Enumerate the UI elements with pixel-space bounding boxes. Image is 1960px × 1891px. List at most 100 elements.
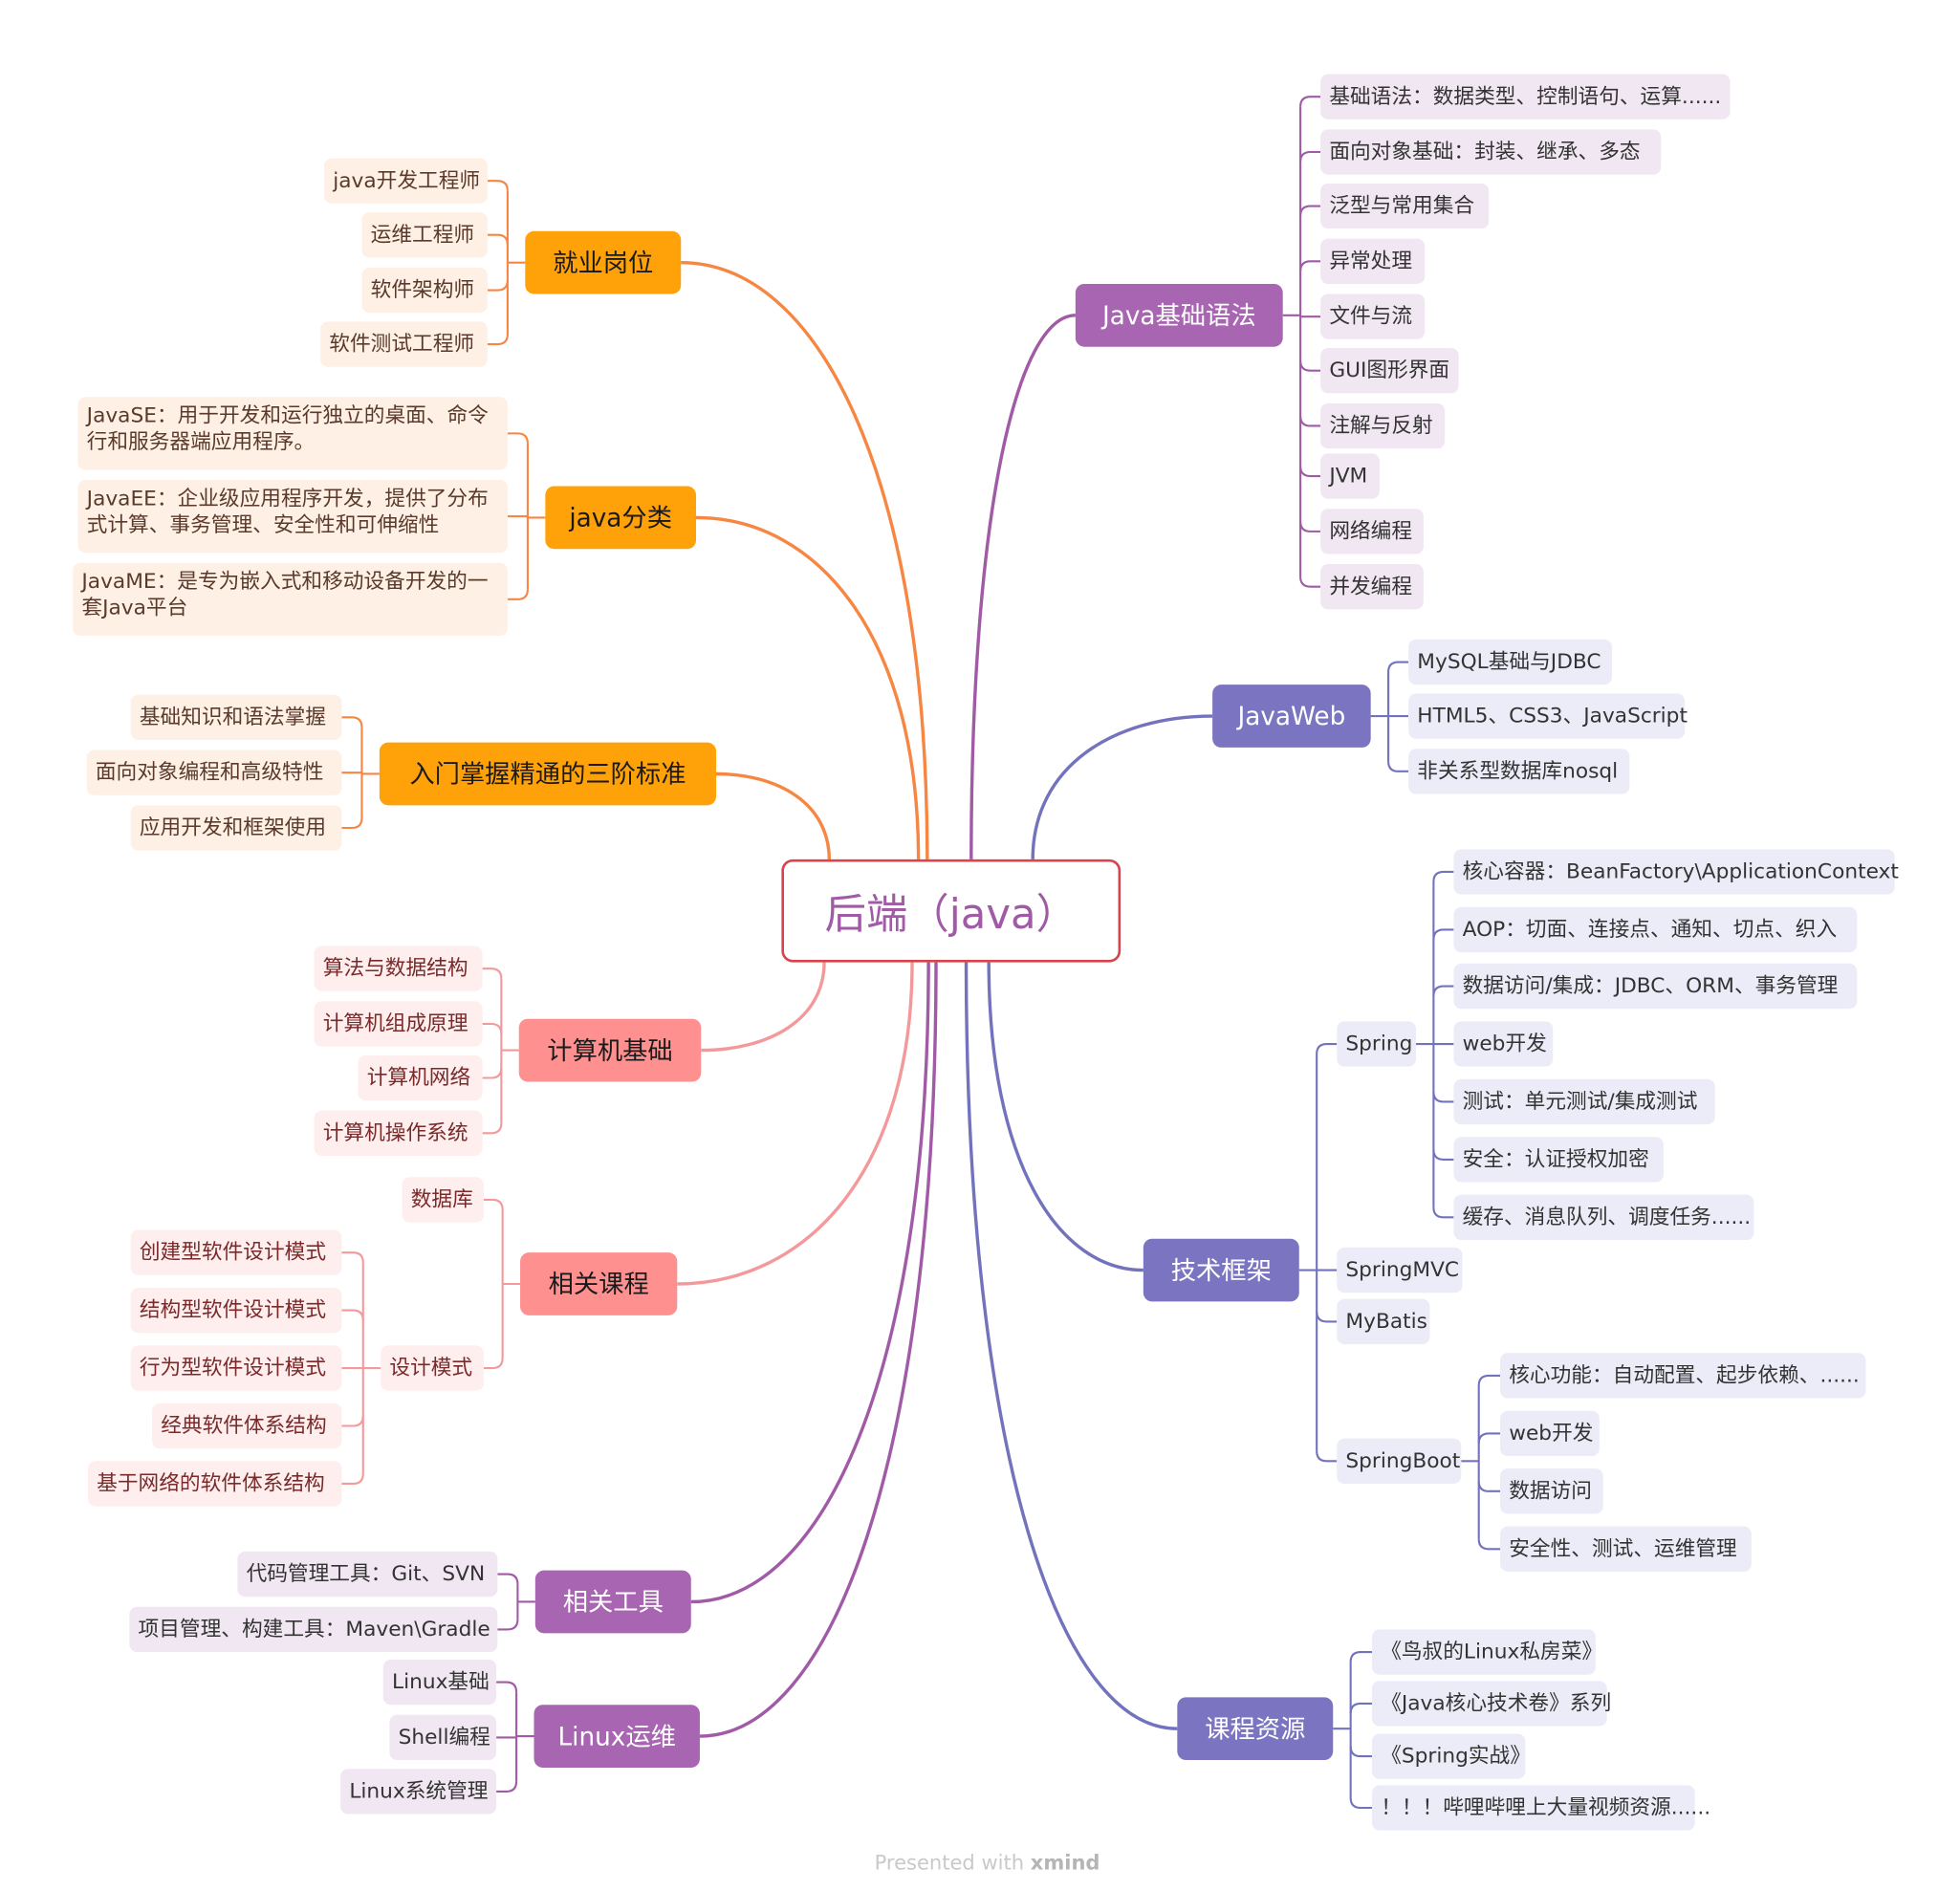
subtopic[interactable]: 计算机组成原理 (314, 1001, 483, 1047)
subtopic-detail[interactable]: 缓存、消息队列、调度任务...... (1453, 1194, 1754, 1241)
subtopic[interactable]: 《鸟叔的Linux私房菜》 (1371, 1629, 1602, 1675)
branch-courses-label: 相关课程 (548, 1268, 649, 1299)
branch-javaweb[interactable]: JavaWeb (1212, 685, 1371, 748)
connector (482, 967, 503, 979)
subtopic[interactable]: JVM (1320, 453, 1380, 499)
subtopic[interactable]: 非关系型数据库nosql (1408, 749, 1630, 794)
root-topic[interactable]: 后端（java） (781, 859, 1122, 963)
branch-courses[interactable]: 相关课程 (520, 1252, 678, 1315)
subtopic[interactable]: 软件架构师 (361, 267, 488, 314)
subtopic-detail[interactable]: 结构型软件设计模式 (130, 1287, 342, 1334)
subtopic-detail-label: 行为型软件设计模式 (139, 1355, 327, 1380)
connector (1349, 1702, 1372, 1714)
subtopic[interactable]: Linux基础 (382, 1659, 497, 1706)
subtopic-detail[interactable]: 核心容器：BeanFactory\ApplicationContext (1453, 849, 1899, 895)
subtopic[interactable]: 基础知识和语法掌握 (130, 694, 342, 741)
subtopic-detail[interactable]: 数据访问/集成：JDBC、ORM、事务管理 (1453, 963, 1858, 1010)
subtopic-detail-label: 安全性、测试、运维管理 (1509, 1535, 1737, 1560)
subtopic[interactable]: 软件测试工程师 (320, 321, 488, 367)
subtopic[interactable]: 计算机操作系统 (314, 1110, 483, 1156)
subtopic[interactable]: ！！！哔哩哔哩上大量视频资源...... (1371, 1785, 1710, 1831)
subtopic-detail[interactable]: 行为型软件设计模式 (130, 1345, 342, 1391)
subtopic-detail[interactable]: web开发 (1453, 1021, 1554, 1067)
subtopic[interactable]: JavaEE：企业级应用程序开发，提供了分布式计算、事务管理、安全性和可伸缩性 (77, 479, 508, 554)
connector (1477, 1538, 1501, 1551)
subtopic[interactable]: 异常处理 (1320, 238, 1426, 284)
subtopic[interactable]: 代码管理工具：Git、SVN (237, 1551, 498, 1598)
subtopic[interactable]: 运维工程师 (361, 212, 488, 258)
branch-frameworks[interactable]: 技术框架 (1143, 1238, 1299, 1302)
subtopic-detail[interactable]: 基于网络的软件体系结构 (87, 1461, 342, 1507)
subtopic[interactable]: 网络编程 (1320, 509, 1424, 554)
connector (1477, 1374, 1501, 1386)
connector (1299, 205, 1321, 217)
subtopic[interactable]: 《Spring实战》 (1371, 1733, 1531, 1779)
subtopic[interactable]: 文件与流 (1320, 293, 1426, 339)
subtopic[interactable]: 基础语法：数据类型、控制语句、运算...... (1320, 74, 1731, 120)
subtopic[interactable]: 泛型与常用集合 (1320, 183, 1490, 229)
subtopic-label: 软件架构师 (370, 277, 475, 301)
subtopic[interactable]: GUI图形界面 (1320, 348, 1459, 394)
subtopic[interactable]: 应用开发和框架使用 (130, 805, 342, 851)
subtopic[interactable]: 数据库 (402, 1177, 484, 1223)
subtopic-detail[interactable]: web开发 (1500, 1410, 1600, 1457)
subtopic[interactable]: 设计模式 (381, 1345, 484, 1391)
branch-csbasics[interactable]: 计算机基础 (518, 1018, 702, 1082)
connector (341, 1473, 364, 1486)
subtopic-label: 基础语法：数据类型、控制语句、运算...... (1329, 83, 1722, 108)
subtopic-detail[interactable]: 测试：单元测试/集成测试 (1453, 1078, 1715, 1125)
subtopic[interactable]: Spring (1337, 1021, 1416, 1067)
subtopic[interactable]: 注解与反射 (1320, 402, 1446, 449)
connector (487, 180, 509, 191)
subtopic-detail[interactable]: 数据访问 (1500, 1468, 1603, 1514)
subtopic[interactable]: Linux系统管理 (340, 1769, 497, 1815)
subtopic[interactable]: SpringBoot (1337, 1438, 1462, 1484)
branch-resources[interactable]: 课程资源 (1177, 1697, 1334, 1761)
connector (341, 1415, 364, 1427)
subtopic-detail[interactable]: AOP：切面、连接点、通知、切点、织入 (1453, 906, 1858, 953)
subtopic-label: Shell编程 (398, 1724, 490, 1749)
branch-javabasic[interactable]: Java基础语法 (1075, 283, 1283, 347)
branch-linux[interactable]: Linux运维 (534, 1705, 700, 1768)
subtopic-label: MySQL基础与JDBC (1417, 648, 1601, 673)
subtopic-detail[interactable]: 核心功能：自动配置、起步依赖、...... (1500, 1353, 1866, 1399)
subtopic[interactable]: MyBatis (1337, 1298, 1430, 1345)
subtopic[interactable]: JavaSE：用于开发和运行独立的桌面、命令行和服务器端应用程序。 (77, 397, 508, 470)
connector (677, 962, 914, 1286)
subtopic-detail[interactable]: 创建型软件设计模式 (130, 1229, 342, 1275)
subtopic-label: 泛型与常用集合 (1329, 192, 1475, 217)
subtopic[interactable]: 项目管理、构建工具：Maven\Gradle (129, 1606, 498, 1653)
branch-stages[interactable]: 入门掌握精通的三阶标准 (379, 742, 717, 806)
subtopic[interactable]: 算法与数据结构 (314, 946, 483, 991)
subtopic[interactable]: HTML5、CSS3、JavaScript (1408, 693, 1688, 739)
subtopic[interactable]: 计算机网络 (358, 1054, 483, 1101)
subtopic[interactable]: JavaME：是专为嵌入式和移动设备开发的一套Java平台 (73, 562, 508, 636)
subtopic-label: HTML5、CSS3、JavaScript (1417, 703, 1688, 728)
subtopic[interactable]: 《Java核心技术卷》系列 (1371, 1681, 1611, 1727)
subtopic[interactable]: MySQL基础与JDBC (1408, 639, 1612, 685)
subtopic-detail-label: 创建型软件设计模式 (139, 1239, 327, 1264)
branch-tools[interactable]: 相关工具 (534, 1570, 691, 1634)
subtopic-detail[interactable]: 经典软件体系结构 (152, 1402, 342, 1449)
connector (1299, 466, 1321, 478)
subtopic-label: GUI图形界面 (1329, 358, 1450, 382)
branch-javatype[interactable]: java分类 (545, 486, 697, 550)
subtopic-detail[interactable]: 安全性、测试、运维管理 (1500, 1526, 1752, 1572)
subtopic[interactable]: SpringMVC (1337, 1247, 1463, 1293)
subtopic[interactable]: 并发编程 (1320, 564, 1424, 610)
branch-jobs[interactable]: 就业岗位 (525, 230, 682, 294)
connector (1387, 761, 1409, 772)
subtopic-detail-label: 数据访问/集成：JDBC、ORM、事务管理 (1462, 973, 1839, 997)
subtopic[interactable]: Shell编程 (389, 1714, 497, 1761)
connector (701, 962, 826, 1053)
subtopic-detail[interactable]: 安全：认证授权加密 (1453, 1137, 1664, 1183)
subtopic[interactable]: 面向对象基础：封装、继承、多态 (1320, 129, 1662, 175)
branch-javaweb-label: JavaWeb (1237, 700, 1346, 731)
subtopic[interactable]: java开发工程师 (324, 158, 488, 204)
subtopic-label: 面向对象基础：封装、继承、多态 (1329, 139, 1641, 163)
subtopic[interactable]: 面向对象编程和高级特性 (86, 750, 342, 795)
connector (341, 716, 363, 728)
subtopic-label: 面向对象编程和高级特性 (95, 759, 324, 784)
